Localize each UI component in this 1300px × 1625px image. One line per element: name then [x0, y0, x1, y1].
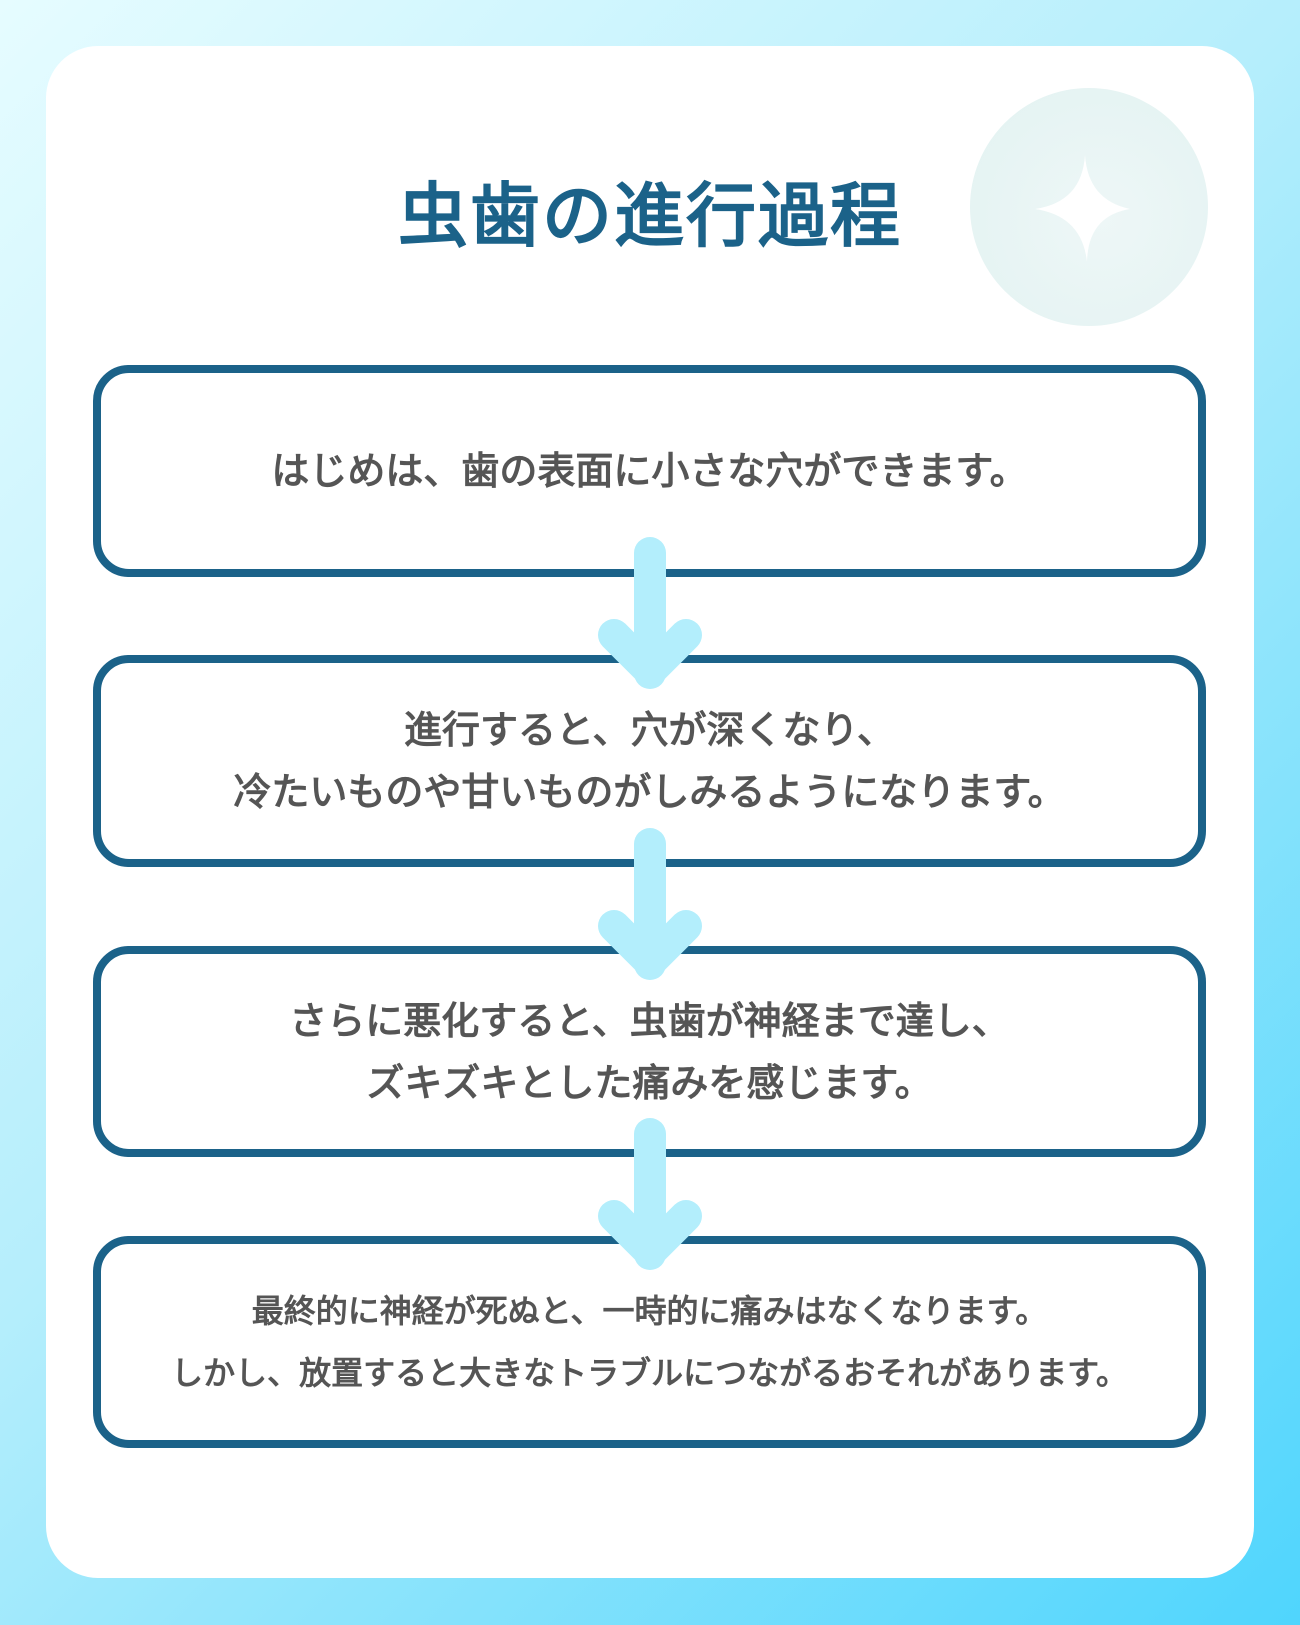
down-arrow-icon — [598, 828, 702, 980]
step-text: 最終的に神経が死ぬと、一時的に痛みはなくなります。 — [251, 1292, 1048, 1330]
step-text: 冷たいものや甘いものがしみるようになります。 — [233, 770, 1066, 814]
step-text: はじめは、歯の表面に小さな穴ができます。 — [271, 449, 1028, 493]
step-text: さらに悪化すると、虫歯が神経まで達し、 — [289, 998, 1010, 1043]
step-box-3: さらに悪化すると、虫歯が神経まで達し、 ズキズキとした痛みを感じます。 — [93, 946, 1206, 1157]
step-text: しかし、放置すると大きなトラブルにつながるおそれがあります。 — [171, 1354, 1128, 1392]
step-box-4: 最終的に神経が死ぬと、一時的に痛みはなくなります。 しかし、放置すると大きなトラ… — [93, 1236, 1206, 1448]
step-text: 進行すると、穴が深くなり、 — [404, 708, 895, 752]
step-text: ズキズキとした痛みを感じます。 — [366, 1060, 933, 1105]
down-arrow-icon — [598, 537, 702, 689]
sparkle-badge-icon — [970, 88, 1208, 326]
down-arrow-icon — [598, 1118, 702, 1270]
page-title: 虫歯の進行過程 — [398, 175, 902, 257]
